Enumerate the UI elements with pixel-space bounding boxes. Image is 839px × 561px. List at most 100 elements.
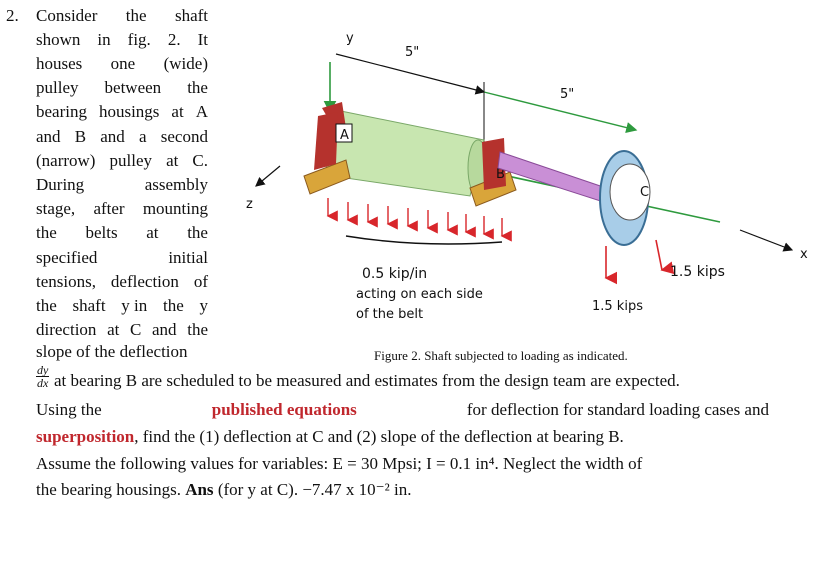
text-line-superposition: superposition, find the (1) deflection a… (36, 425, 624, 449)
text-word: the (187, 78, 208, 97)
highlight-superposition: superposition (36, 427, 135, 446)
slope-line: slope of the deflection (36, 342, 188, 361)
z-axis-arrow (255, 165, 281, 187)
text-word: (narrow) (36, 151, 96, 170)
text-word: specified (36, 248, 98, 267)
text-word: pulley (109, 151, 153, 170)
text-find: , find the (1) deflection at C and (2) s… (134, 427, 624, 446)
derivative-fraction: dy dx (36, 363, 50, 390)
text-word: During (36, 175, 85, 194)
text-word: Consider (36, 6, 98, 25)
label-b: B (496, 167, 505, 182)
force-label-2: 1.5 kips (592, 299, 643, 314)
dimension-line-ab (335, 53, 486, 95)
text-word: of (193, 272, 208, 291)
text-word: shaft (174, 6, 208, 25)
text-word: the (187, 223, 208, 242)
text-word: and (100, 127, 125, 146)
text-line: stage, after mounting (36, 197, 208, 221)
dimension-line-bc (483, 91, 638, 134)
fraction-denominator: dx (37, 376, 49, 390)
x-axis-label: x (800, 247, 808, 262)
dimension-label-bc: 5" (560, 87, 574, 102)
text-word: mounting (142, 199, 208, 218)
label-c: C (640, 185, 649, 200)
label-a: A (340, 128, 349, 143)
answer-label: Ans (185, 480, 214, 499)
highlight-published-equations: published equations (211, 400, 357, 419)
text-word: the (36, 296, 57, 315)
text-word: C. (192, 151, 208, 170)
load-text-line2: acting on each side (356, 287, 483, 302)
text-word: fig. (127, 30, 151, 49)
text-word: between (104, 78, 162, 97)
text-word: B (74, 127, 87, 146)
text-word: the (125, 6, 147, 25)
text-word: and (36, 127, 61, 146)
text-deflection-standard: for deflection for standard loading case… (466, 400, 769, 419)
bearing-housing-b (469, 138, 517, 207)
text-line: tensions, deflection of (36, 270, 208, 294)
wide-pulley (324, 109, 485, 197)
text-word: shown (36, 30, 81, 49)
text-word: belts (85, 223, 118, 242)
z-axis-label: z (246, 197, 253, 212)
text-line-answer: the bearing housings. Ans (for y at C). … (36, 478, 411, 502)
text-word: one (110, 54, 136, 73)
text-line: houses one (wide) (36, 52, 208, 76)
text-word: bearing (36, 102, 87, 121)
text-word: direction (36, 320, 97, 339)
text-word: stage, (36, 199, 76, 218)
text-word: the (162, 296, 184, 315)
text-word: tensions, (36, 272, 96, 291)
text-word: 2. (167, 30, 181, 49)
bearing-housing-a (303, 102, 351, 195)
text-word: shaft (72, 296, 106, 315)
text-word: and (152, 320, 177, 339)
y-axis-label: y (346, 31, 354, 46)
text-word: a (139, 127, 147, 146)
fraction-numerator: dy (36, 363, 50, 377)
text-word: (wide) (163, 54, 208, 73)
text-using: Using the (36, 400, 102, 419)
force-arrow-2 (655, 239, 675, 275)
figure-caption: Figure 2. Shaft subjected to loading as … (374, 348, 628, 363)
distributed-load-arrows (326, 198, 512, 242)
text-word: at (166, 151, 179, 170)
text-line: Consider the shaft (36, 4, 208, 28)
load-text-line3: of the belt (356, 307, 423, 322)
text-word: deflection (110, 272, 179, 291)
text-word: assembly (144, 175, 208, 194)
text-word: at (146, 223, 159, 242)
text-word: y in (121, 296, 148, 315)
text-word: in (97, 30, 111, 49)
text-word: houses (36, 54, 83, 73)
text-line: pulley between the (36, 76, 208, 100)
text-word: at (107, 320, 120, 339)
load-brace (345, 235, 503, 245)
x-axis-arrow (739, 229, 794, 252)
text-word: C (130, 320, 142, 339)
text-line-bearing-b: at bearing B are scheduled to be measure… (54, 371, 680, 390)
narrow-pulley-hub (609, 163, 651, 221)
question-number: 2. (6, 6, 19, 25)
text-line-assume: Assume the following values for variable… (36, 454, 643, 473)
text-word: after (93, 199, 125, 218)
label-a-box (335, 123, 353, 143)
text-word: housings (98, 102, 160, 121)
force-label-1: 1.5 kips (670, 264, 725, 280)
text-word: pulley (36, 78, 79, 97)
dimension-label-ab: 5" (405, 45, 419, 60)
text-housings: the bearing housings. (36, 480, 181, 499)
text-word: A (195, 102, 208, 121)
text-word: It (197, 30, 208, 49)
text-word: second (160, 127, 208, 146)
text-line: (narrow) pulley at C. (36, 149, 208, 173)
